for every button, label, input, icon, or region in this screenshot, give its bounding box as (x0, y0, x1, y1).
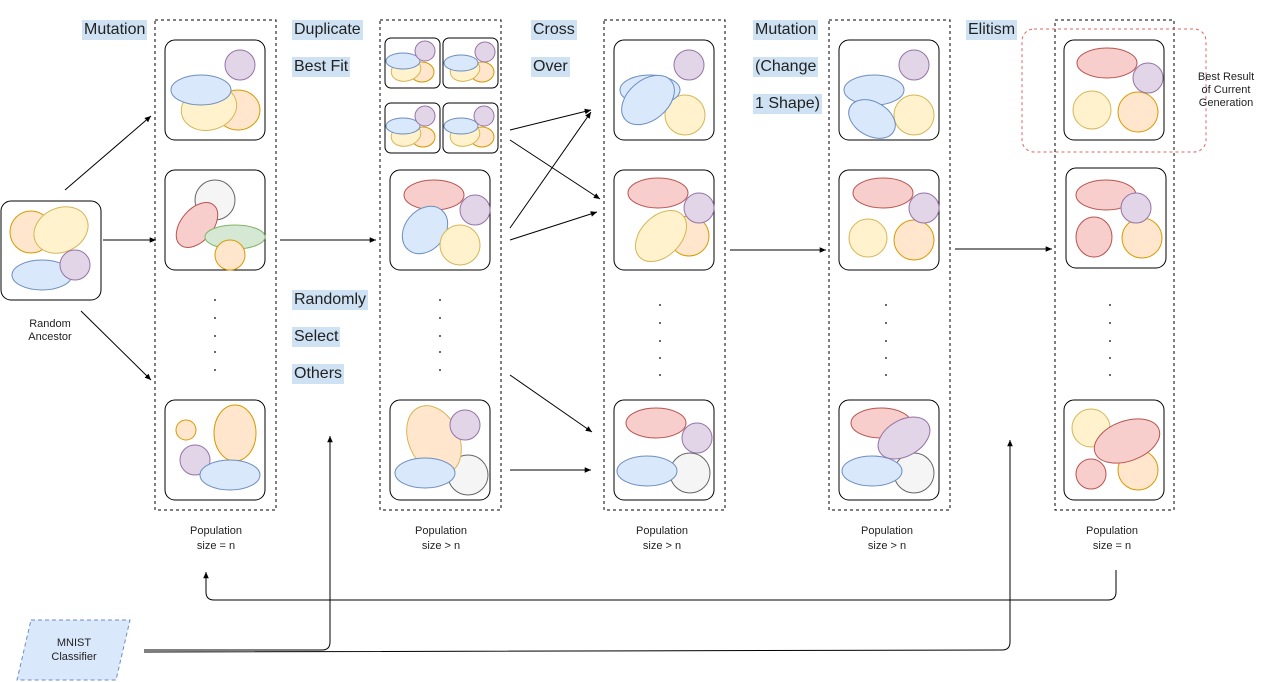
col2-card-n (389, 399, 491, 501)
col4-card-1 (838, 39, 940, 141)
ellipsis-dots (214, 299, 1111, 376)
best-result-note: Best Result of Current Generation (1188, 71, 1264, 110)
population-label-1-line-2: size = n (196, 540, 236, 552)
step-elitism-text: Elitism (966, 20, 1018, 40)
col1-card-2 (164, 169, 266, 271)
step-mutation-change: Mutation (Change 1 Shape) (753, 11, 822, 122)
arrow-next-generation-loop (203, 570, 1117, 601)
col5-card-2 (1065, 167, 1167, 269)
random-ancestor-card (0, 200, 102, 301)
population-label-2: Population size > n (381, 524, 501, 554)
step-mutation: Mutation (82, 11, 148, 48)
best-result-highlight (1021, 28, 1207, 153)
population-label-1: Population size = n (156, 524, 276, 554)
arrow-cross-5 (509, 374, 593, 433)
arrow-cross-3 (509, 111, 592, 229)
arrow-cross-4 (509, 211, 598, 241)
col1-card-1 (164, 39, 266, 141)
best-result-line-1: Best Result (1197, 71, 1255, 83)
step-random-select: Randomly Select Others (292, 281, 369, 392)
col2-mini-card-1 (384, 37, 441, 89)
ancestor-label-line-1: Random (29, 318, 71, 330)
col1-card-n (164, 399, 266, 501)
population-label-5-line-1: Population (1086, 525, 1138, 537)
col2-card-1 (389, 169, 491, 271)
population-column-1 (154, 19, 277, 511)
population-label-2-line-1: Population (415, 525, 467, 537)
step-duplicate-line-2: Best Fit (292, 57, 351, 77)
population-column-4 (828, 19, 951, 511)
population-label-5: Population size = n (1052, 524, 1172, 554)
population-label-4-line-2: size > n (867, 540, 907, 552)
step-duplicate-best-fit: Duplicate Best Fit (292, 11, 363, 85)
col2-mini-card-3 (384, 102, 441, 154)
step-mutation2-line-1: Mutation (753, 20, 819, 40)
ancestor-label-line-2: Ancestor (28, 331, 72, 343)
population-columns (154, 19, 1175, 511)
col4-card-2 (838, 169, 940, 271)
flow-arrows (64, 108, 1117, 653)
population-column-2 (379, 19, 502, 511)
step-elitism: Elitism (966, 11, 1018, 48)
col4-card-n (838, 399, 940, 501)
step-cross-over: Cross Over (531, 11, 577, 85)
col2-mini-card-4 (442, 102, 499, 154)
mnist-line-2: Classifier (51, 651, 97, 663)
step-mutation2-line-2: (Change (753, 57, 819, 77)
col3-card-n (613, 399, 715, 501)
mnist-classifier-shape (16, 619, 131, 681)
col3-card-1 (613, 39, 715, 141)
population-label-4: Population size > n (827, 524, 947, 554)
arrow-classifier-to-selection (144, 436, 333, 651)
step-mutation2-line-3: 1 Shape) (753, 94, 822, 114)
arrow-classifier-to-elitism (143, 440, 1013, 653)
population-column-3 (603, 19, 726, 511)
col3-card-2 (613, 169, 715, 271)
best-result-line-2: of Current (1201, 84, 1251, 96)
col2-mini-card-2 (442, 37, 499, 89)
arrow-ancestor-to-card1 (64, 115, 152, 191)
step-random-line-2: Select (292, 327, 341, 347)
step-cross-line-1: Cross (531, 20, 577, 40)
random-ancestor-label: Random Ancestor (10, 318, 90, 344)
population-label-2-line-2: size > n (421, 540, 461, 552)
population-column-5 (1054, 19, 1175, 511)
arrow-ancestor-to-cardn (80, 310, 152, 381)
population-label-4-line-1: Population (861, 525, 913, 537)
arrow-cross-2 (509, 139, 601, 200)
mnist-line-1: MNIST (56, 637, 92, 649)
step-cross-line-2: Over (531, 57, 570, 77)
population-label-3: Population size > n (602, 524, 722, 554)
step-mutation-text: Mutation (82, 20, 148, 40)
mnist-classifier-label: MNIST Classifier (24, 636, 124, 664)
best-result-line-3: Generation (1198, 97, 1254, 109)
step-random-line-1: Randomly (292, 290, 369, 310)
step-random-line-3: Others (292, 364, 345, 384)
population-label-3-line-1: Population (636, 525, 688, 537)
col5-card-1 (1063, 39, 1165, 141)
col5-card-n (1063, 399, 1165, 501)
step-duplicate-line-1: Duplicate (292, 20, 363, 40)
population-label-5-line-2: size = n (1092, 540, 1132, 552)
population-label-1-line-1: Population (190, 525, 242, 537)
arrow-cross-1 (509, 108, 592, 131)
population-label-3-line-2: size > n (642, 540, 682, 552)
